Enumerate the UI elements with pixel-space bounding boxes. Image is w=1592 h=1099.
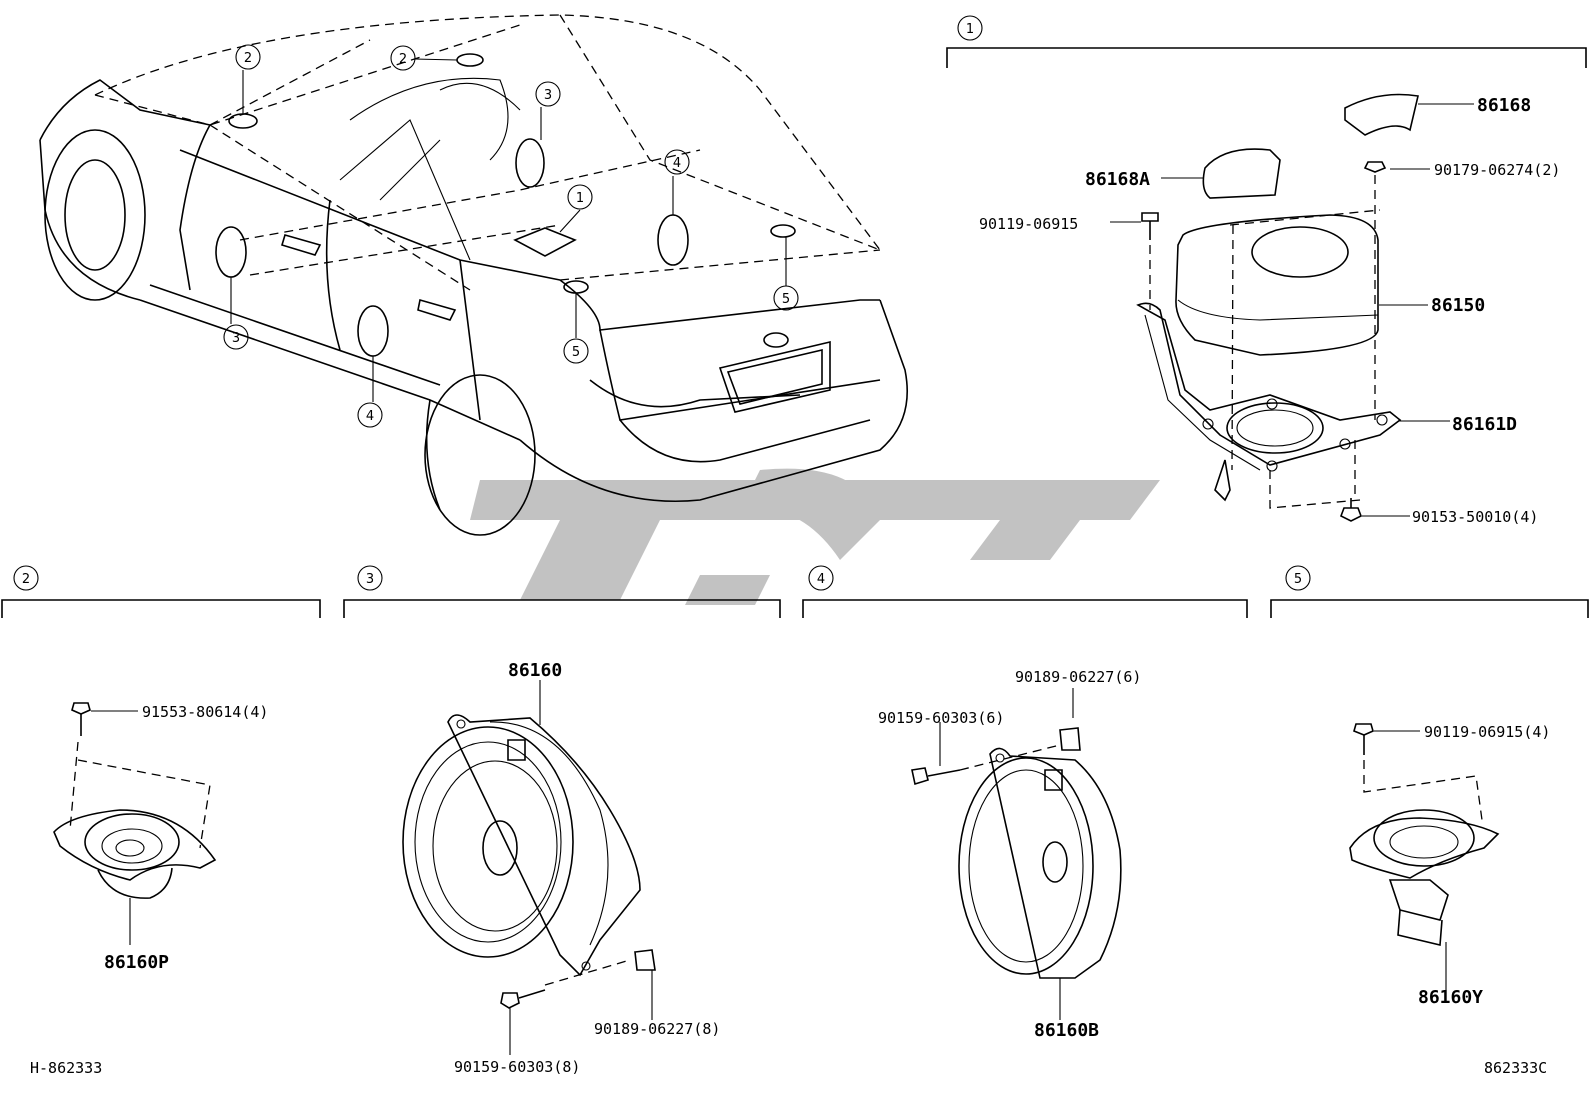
callout-circle: 3 [223,324,249,350]
svg-text:3: 3 [232,331,240,346]
car-outline [39,14,908,536]
rear-speaker-labels: 90189-06227(6) 90159-60303(6) 86160B [878,668,1141,1041]
callout-circle: 2 [235,44,261,70]
section-number: 5 [1294,572,1302,587]
callout-circle: 5 [773,285,799,311]
section-number: 1 [966,22,974,37]
amp-bracket-part [1136,302,1402,466]
tweeter-part [53,809,217,881]
svg-text:2: 2 [244,51,252,66]
part-label: 91553-80614(4) [142,703,268,721]
tweeter-labels: 91553-80614(4) 86160P [104,703,268,973]
section-number: 2 [22,572,30,587]
section-4-header: 4 [802,565,1248,618]
part-label: 86160Y [1418,987,1483,1008]
section-2-header: 2 [1,565,321,618]
svg-text:1: 1 [576,191,584,206]
amplifier-unit-part [1175,214,1379,356]
section-1-header: 1 [946,15,1587,68]
section-number: 4 [817,572,825,587]
part-label: 86160P [104,952,169,973]
part-label: 86160 [508,660,562,681]
shelf-speaker-assembly [1349,723,1500,990]
section-5-header: 5 [1270,565,1589,618]
part-label: 90159-60303(6) [878,709,1004,727]
diagram-code-left: H-862333 [30,1059,102,1077]
part-label: 86168A [1085,169,1150,190]
shelf-speaker-labels: 90119-06915(4) 86160Y [1418,723,1550,1008]
rear-speaker-assembly [911,688,1122,1020]
svg-text:4: 4 [366,409,374,424]
part-label: 90189-06227(8) [594,1020,720,1038]
shelf-speaker-part [1349,817,1500,879]
rear-speaker-part [958,757,1094,975]
diagram-code-right: 862333C [1484,1059,1547,1077]
svg-text:2: 2 [399,52,407,67]
callout-circle: 2 [390,45,416,71]
part-label: 86168 [1477,95,1531,116]
section-3-header: 3 [343,565,781,618]
callout-circle: 3 [535,81,561,107]
callout-circle: 4 [357,402,383,428]
amplifier-assembly [1110,93,1474,522]
part-label: 90159-60303(8) [454,1058,580,1076]
front-speaker-part [402,726,574,958]
svg-text:5: 5 [572,345,580,360]
part-label: 90119-06915(4) [1424,723,1550,741]
front-speaker-assembly [402,680,656,1055]
amp-cover-top-part [1344,93,1419,136]
section-number: 3 [366,572,374,587]
tweeter-assembly [53,702,217,945]
amp-cover-side-part [1202,148,1281,199]
part-label: 86161D [1452,414,1517,435]
front-speaker-labels: 86160 90189-06227(8) 90159-60303(8) [454,660,720,1076]
part-label: 90153-50010(4) [1412,508,1538,526]
part-label: 86160B [1034,1020,1099,1041]
amplifier-labels: 86168 86168A 90179-06274(2) 90119-06915 … [979,95,1560,526]
part-label: 90119-06915 [979,215,1078,233]
svg-text:3: 3 [544,88,552,103]
callout-circle: 5 [563,338,589,364]
callout-circle: 4 [664,149,690,175]
part-label: 86150 [1431,295,1485,316]
car-callouts: 2 2 3 3 4 4 1 5 5 [223,44,799,428]
watermark-logo [470,468,1160,605]
part-label: 90179-06274(2) [1434,161,1560,179]
part-label: 90189-06227(6) [1015,668,1141,686]
svg-text:5: 5 [782,292,790,307]
callout-circle: 1 [567,184,593,210]
svg-text:4: 4 [673,156,681,171]
